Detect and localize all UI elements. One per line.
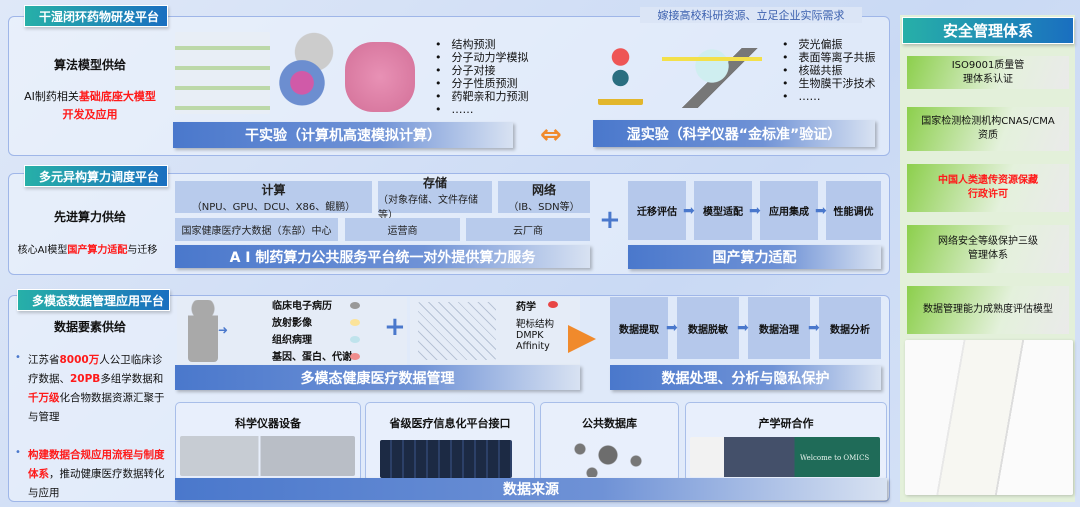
drug-rd-title: 干湿闭环药物研发平台: [24, 5, 168, 27]
server-room-image: [380, 440, 512, 478]
tagline: 嫁接高校科研资源、立足企业实际需求: [640, 7, 862, 23]
pharma-title: 药学: [516, 302, 536, 313]
wet-experiment-bar: 湿实验（科学仪器“金标准”验证）: [593, 120, 875, 147]
arrow-right-icon: ➡: [815, 203, 827, 219]
network-box: 网络（IB、SDN等）: [498, 181, 590, 213]
compute-title: 多元异构算力调度平台: [24, 165, 168, 187]
provider-cloud: 云厂商: [466, 218, 590, 241]
partner-websites-image: [690, 437, 880, 477]
algo-text: AI制药相关基础底座大模型开发及应用: [24, 90, 156, 121]
compute-heading: 先进算力供给: [53, 210, 126, 224]
step-desensitize: 数据脱敏: [677, 297, 739, 359]
protein-surface-image: [345, 42, 415, 112]
step-integration: 应用集成: [760, 181, 818, 240]
arrow-right-icon: ➜: [218, 323, 229, 337]
data-bullet-1: 江苏省8000万人公卫临床诊疗数据、20PB多组学数据和千万级化合物数据资源汇聚…: [28, 354, 165, 423]
binding-assay-image: [598, 45, 643, 105]
dry-bullets: 结构预测分子动力学模拟分子对接分子性质预测药靶亲和力预测……: [435, 38, 529, 116]
security-title: 安全管理体系: [902, 17, 1074, 44]
plus-icon: +: [384, 312, 406, 342]
big-arrow-icon: [568, 325, 596, 353]
step-tuning: 性能调优: [826, 181, 881, 240]
provider-operator: 运营商: [345, 218, 460, 241]
multimodal-bar: 多模态健康医疗数据管理: [175, 365, 580, 390]
algo-heading: 算法模型供给: [53, 58, 126, 72]
bullet-dot: •: [15, 447, 21, 458]
step-extract: 数据提取: [610, 297, 668, 359]
processing-bar: 数据处理、分析与隐私保护: [610, 365, 881, 390]
provider-health-data-center: 国家健康医疗大数据（东部）中心: [175, 218, 338, 241]
molecules-image: [418, 302, 496, 360]
security-item: 网络安全等级保护三级管理体系: [907, 225, 1069, 273]
arrow-right-icon: ➡: [683, 203, 695, 219]
bidirectional-arrow-icon: ⇔: [540, 120, 562, 150]
storage-box: 存储（对象存储、文件存储等）: [378, 176, 492, 221]
human-body-icon: [188, 300, 218, 362]
domestic-compute-bar: 国产算力适配: [628, 245, 881, 269]
wet-bullets: 荧光偏振表面等离子共振核磁共振生物膜干涉技术……: [782, 38, 876, 103]
data-bullet-2: 构建数据合规应用流程与制度体系，推动健康医疗数据转化与应用: [28, 449, 165, 499]
security-item: 国家检测检测机构CNAS/CMA资质: [907, 107, 1069, 151]
protein-ribbon-image: [278, 30, 338, 118]
dry-experiment-bar: 干实验（计算机高速模拟计算）: [173, 122, 513, 148]
spr-instrument-image: [662, 48, 762, 108]
arrow-right-icon: ➡: [749, 203, 761, 219]
compute-service-bar: A I 制药算力公共服务平台统一对外提供算力服务: [175, 245, 590, 268]
step-migration: 迁移评估: [628, 181, 686, 240]
model-architecture-image: [175, 32, 270, 114]
omics-text: Welcome to OMICS: [800, 454, 870, 462]
lab-equipment-image: [180, 436, 355, 476]
step-analyze: 数据分析: [819, 297, 881, 359]
security-item: 中国人类遗传资源保藏行政许可: [907, 164, 1069, 212]
compute-text: 核心AI模型国产算力适配与迁移: [17, 245, 158, 256]
modality-list: 临床电子病历放射影像组织病理基因、蛋白、代谢: [272, 301, 352, 363]
modality-dots: [350, 302, 360, 360]
security-item: ISO9001质量管理体系认证: [907, 56, 1069, 89]
pharma-dot: [548, 301, 558, 308]
data-heading: 数据要素供给: [53, 320, 126, 334]
arrow-right-icon: ➡: [808, 320, 820, 336]
plus-icon: +: [599, 205, 621, 235]
step-model-adapt: 模型适配: [694, 181, 752, 240]
data-source-bar: 数据来源: [175, 478, 887, 500]
bullet-dot: •: [15, 352, 21, 363]
certificates-image: [905, 340, 1073, 495]
arrow-right-icon: ➡: [737, 320, 749, 336]
data-mgmt-title: 多模态数据管理应用平台: [17, 289, 170, 311]
compute-box: 计算（NPU、GPU、DCU、X86、鲲鹏）: [175, 181, 372, 213]
step-govern: 数据治理: [748, 297, 810, 359]
security-item: 数据管理能力成熟度评估模型: [907, 286, 1069, 334]
arrow-right-icon: ➡: [666, 320, 678, 336]
database-network-icon: [568, 437, 648, 477]
